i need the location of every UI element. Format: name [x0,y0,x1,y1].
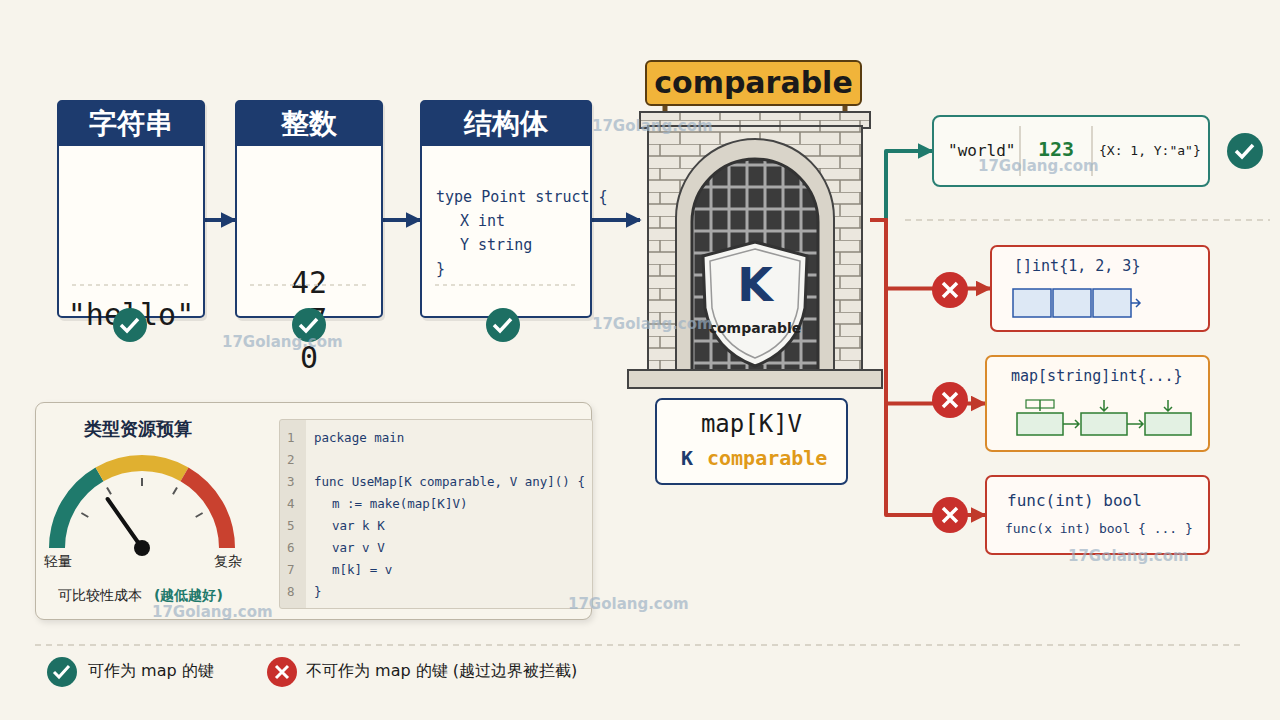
code-line: type Point struct { [436,188,608,206]
connector-arrow [383,218,420,222]
code-line: m := make(map[K]V) [332,496,467,511]
line-number: 4 [287,496,295,511]
line-number: 1 [287,430,295,445]
code-line: func UseMap[K comparable, V any]() { [314,474,585,489]
connector-arrow [592,218,640,222]
connector-arrow [870,220,985,515]
line-number: 6 [287,540,295,555]
gauge-caption: (越低越好) [154,587,223,605]
panel-title: 类型资源预算 [84,417,192,441]
value-text: 0 [237,340,381,375]
watermark: 17Golang.com [592,315,713,333]
cell-divider [1091,126,1093,176]
line-number: 2 [287,452,295,467]
key-example: func(x int) bool { ... } [1005,521,1193,536]
gate-base [628,370,882,388]
cell-divider [1019,126,1021,176]
gate-arch [676,139,834,374]
code-line: } [436,260,445,278]
gauge-label: 复杂 [214,553,242,571]
key-example: map[string]int{...} [1011,367,1183,385]
key-example: 123 [1038,137,1074,161]
connector-arrow [205,218,235,222]
rejected-box: map[string]int{...} [985,355,1210,452]
accepted-box: "world" 123 {X: 1, Y:"a"} [932,115,1210,187]
box-heading: 结构体 [422,102,590,146]
shield-letter: K [697,258,813,312]
code-line: package main [314,430,404,445]
constraint-word: comparable [707,446,827,470]
legend-reject [267,657,297,687]
check-mark [486,308,520,342]
code-line: var k K [332,518,385,533]
budget-panel: 类型资源预算轻量 复杂可比较性成本 (越低越好) 1 package main 2 3 fun… [35,402,592,620]
slice-illustration [1013,289,1140,317]
legend-check [47,657,77,687]
rejected-box: []int{1, 2, 3} [990,245,1210,332]
gauge-label: 轻量 [44,553,72,571]
reject-mark [932,497,968,533]
line-number: 3 [287,474,295,489]
type-box: 整数42-70 [235,100,383,318]
line-number: 5 [287,518,295,533]
divider-line [905,219,1270,221]
code-line: var v V [332,540,385,555]
gate-tower [648,126,862,374]
check-mark [113,308,147,342]
watermark: 17Golang.com [592,117,713,135]
reject-mark [932,382,968,418]
legend-text: 不可作为 map 的键 (越过边界被拦截) [306,661,577,682]
type-param: K [681,446,693,470]
map-illustration [1017,400,1191,435]
code-line: Y string [460,236,532,254]
gauge [57,463,227,556]
map-type: map[K]V [657,410,846,438]
code-line: m[k] = v [332,562,392,577]
type-box: 字符串"hello" [57,100,205,318]
constraint-sign: comparable [645,60,862,106]
map-type-box: map[K]V Kcomparable [655,398,848,485]
divider-line [35,644,1245,646]
code-line: X int [460,212,505,230]
check-mark [1227,133,1263,169]
connector-arrow [870,151,932,220]
code-panel: 1 package main 2 3 func UseMap[K comparable,… [279,419,593,609]
line-number: 7 [287,562,295,577]
value-text: 42 [237,265,381,300]
shield-text: comparable [697,320,813,336]
legend-text: 可作为 map 的键 [88,661,214,682]
key-example: "world" [948,141,1015,160]
box-heading: 整数 [237,102,381,146]
box-heading: 字符串 [59,102,203,146]
dashed-rule [435,284,577,286]
gauge-caption: 可比较性成本 [58,587,142,605]
key-example: {X: 1, Y:"a"} [1099,143,1201,158]
shield-node: Kcomparable [697,238,813,368]
type-box: 结构体type Point struct {X intY string} [420,100,592,318]
reject-mark [932,272,968,308]
value-text: "hello" [59,297,203,332]
line-number: 8 [287,584,295,599]
check-mark [292,308,326,342]
portcullis [692,159,818,374]
dashed-rule [250,284,368,286]
key-example: func(int) bool [1007,491,1142,510]
dashed-rule [72,284,190,286]
rejected-box: func(int) bool func(x int) bool { ... } [985,475,1210,555]
code-line: } [314,584,322,599]
value-text: -7 [237,302,381,337]
gate-node: comparableKcomparable [640,60,870,385]
key-example: []int{1, 2, 3} [1014,257,1140,275]
